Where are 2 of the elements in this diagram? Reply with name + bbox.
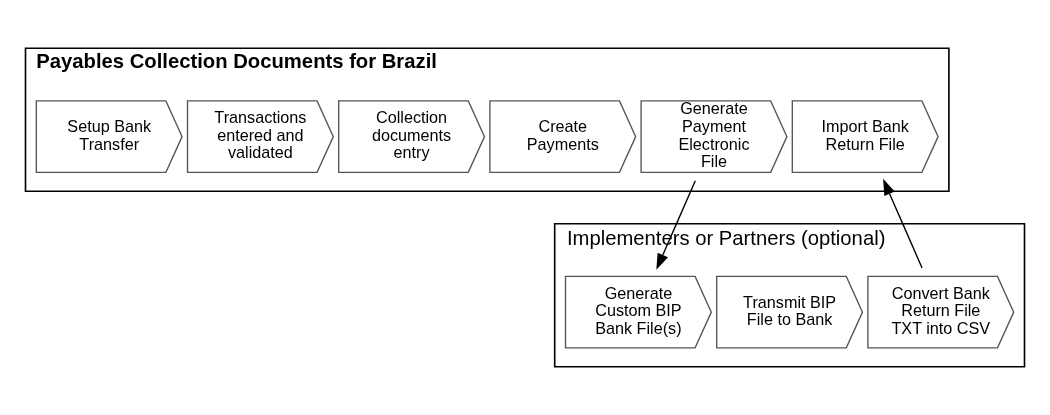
- arrow: [883, 178, 923, 269]
- arrow: [656, 180, 696, 270]
